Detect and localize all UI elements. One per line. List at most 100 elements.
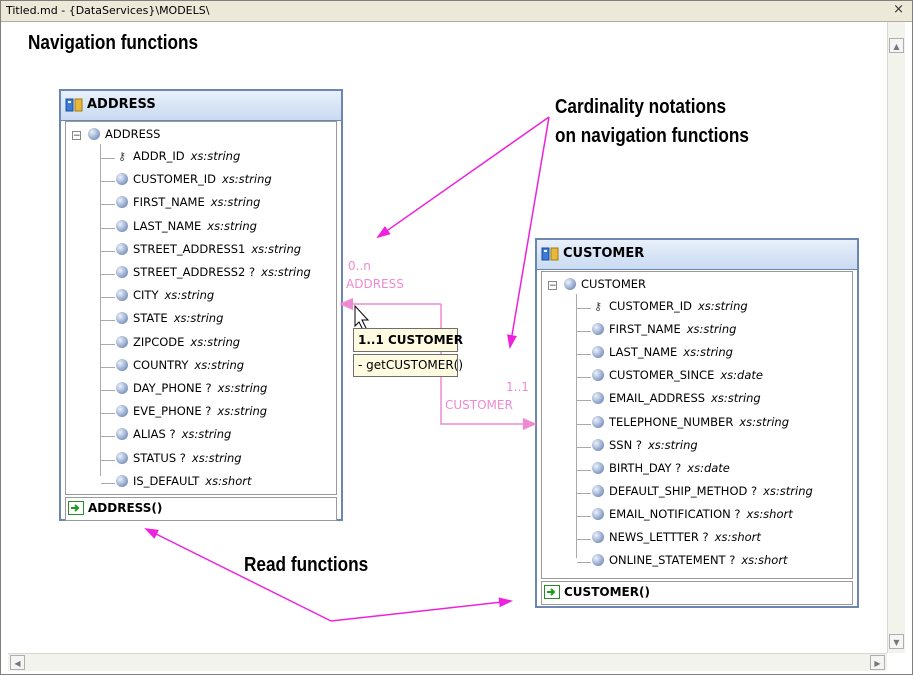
customer-field[interactable]: FIRST_NAME xs:string — [592, 322, 736, 340]
navigation-functions-annotation: Navigation functions — [28, 32, 199, 54]
scroll-left-button[interactable]: ◀ — [10, 655, 25, 670]
field-name: ADDR_ID — [133, 149, 185, 163]
customer-end-role: CUSTOMER — [445, 398, 513, 412]
field-name: TELEPHONE_NUMBER — [609, 414, 734, 429]
customer-field[interactable]: ONLINE_STATEMENT ?xs:short — [592, 553, 788, 571]
customer-field[interactable]: BIRTH_DAY ?xs:date — [592, 461, 730, 479]
tooltip-function: - getCUSTOMER() — [353, 354, 463, 377]
cardinality-annotation-line2: on navigation functions — [555, 125, 749, 147]
field-type: xs:string — [683, 345, 733, 360]
scroll-right-button[interactable]: ▶ — [870, 655, 885, 670]
field-name: STATE — [133, 311, 168, 326]
address-field[interactable]: CUSTOMER_ID xs:string — [116, 172, 272, 190]
field-name: EMAIL_NOTIFICATION ? — [609, 506, 741, 521]
field-type: xs:string — [190, 149, 241, 163]
element-icon — [116, 358, 128, 371]
field-type: xs:short — [746, 506, 793, 521]
entity-icon — [541, 247, 559, 261]
field-name: ZIPCODE — [133, 334, 185, 349]
address-field[interactable]: EVE_PHONE ?xs:string — [116, 404, 267, 422]
cardinality-annotation-line1: Cardinality notations — [555, 96, 727, 118]
element-icon — [116, 335, 128, 348]
field-type: xs:string — [686, 322, 737, 337]
field-type: xs:string — [698, 299, 748, 313]
field-type: xs:short — [714, 530, 761, 544]
customer-field[interactable]: DEFAULT_SHIP_METHOD ?xs:string — [592, 484, 813, 502]
scroll-up-button[interactable]: ▲ — [889, 38, 904, 53]
element-icon — [592, 369, 604, 382]
customer-field[interactable]: CUSTOMER_SINCE xs:date — [592, 368, 763, 386]
address-read-function[interactable]: ADDRESS() — [65, 497, 337, 521]
address-entity-title: ADDRESS — [87, 97, 156, 112]
customer-read-function[interactable]: CUSTOMER() — [541, 581, 853, 605]
field-name: CUSTOMER_ID — [133, 172, 216, 187]
address-field[interactable]: ⚷ ADDR_ID xs:string — [116, 149, 240, 167]
customer-entity-header[interactable]: CUSTOMER — [537, 240, 857, 270]
field-type: xs:string — [181, 427, 232, 442]
address-entity-header[interactable]: ADDRESS — [61, 91, 341, 121]
field-name: ALIAS ? — [133, 427, 176, 442]
field-type: xs:string — [210, 195, 261, 210]
element-icon — [592, 484, 604, 497]
customer-field[interactable]: NEWS_LETTTER ?xs:short — [592, 530, 761, 548]
field-type: xs:date — [720, 368, 763, 383]
field-name: FIRST_NAME — [133, 195, 205, 210]
collapse-toggle[interactable]: − — [548, 281, 557, 291]
address-root[interactable]: ADDRESS — [88, 127, 160, 145]
vertical-scrollbar[interactable]: ▲ ▼ — [887, 22, 905, 653]
field-name: CUSTOMER_SINCE — [609, 368, 715, 383]
collapse-toggle[interactable]: − — [72, 131, 81, 141]
address-field[interactable]: FIRST_NAME xs:string — [116, 195, 260, 213]
customer-field[interactable]: EMAIL_NOTIFICATION ? xs:short — [592, 507, 793, 525]
element-icon — [116, 266, 128, 278]
element-icon — [116, 405, 128, 418]
element-icon — [592, 461, 604, 474]
field-type: xs:string — [251, 241, 302, 256]
navigation-tooltip: 1..1 CUSTOMER - getCUSTOMER() — [353, 328, 463, 377]
element-icon — [564, 278, 576, 290]
field-name: STATUS ? — [133, 450, 186, 465]
customer-root[interactable]: CUSTOMER — [564, 277, 646, 295]
element-icon — [116, 173, 128, 186]
key-icon: ⚷ — [117, 150, 127, 163]
field-name: IS_DEFAULT — [133, 473, 200, 488]
read-function-icon — [544, 585, 560, 599]
address-field[interactable]: ZIPCODE xs:string — [116, 335, 240, 353]
read-functions-annotation: Read functions — [244, 554, 369, 576]
field-name: EMAIL_ADDRESS — [609, 391, 706, 406]
address-field[interactable]: STATUS ?xs:string — [116, 451, 242, 469]
address-field[interactable]: ALIAS ? xs:string — [116, 427, 231, 445]
element-icon — [592, 346, 604, 359]
element-icon — [592, 438, 604, 451]
close-icon[interactable]: × — [893, 2, 904, 17]
tooltip-title: 1..1 CUSTOMER — [353, 328, 463, 352]
key-icon: ⚷ — [593, 300, 603, 313]
address-field[interactable]: DAY_PHONE ?xs:string — [116, 381, 267, 399]
customer-field[interactable]: SSN ?xs:string — [592, 438, 698, 456]
scroll-down-button[interactable]: ▼ — [889, 634, 904, 649]
horizontal-scrollbar[interactable]: ◀ ▶ — [8, 653, 887, 671]
field-type: xs:string — [194, 357, 245, 372]
field-type: xs:string — [222, 172, 272, 187]
field-name: FIRST_NAME — [609, 322, 681, 337]
field-name: CITY — [133, 288, 159, 303]
field-type: xs:string — [190, 334, 241, 349]
element-icon — [116, 242, 128, 255]
address-field[interactable]: STREET_ADDRESS2 ?xs:string — [116, 265, 311, 283]
customer-read-function-label: CUSTOMER() — [564, 585, 650, 599]
field-name: DEFAULT_SHIP_METHOD ? — [609, 483, 758, 498]
